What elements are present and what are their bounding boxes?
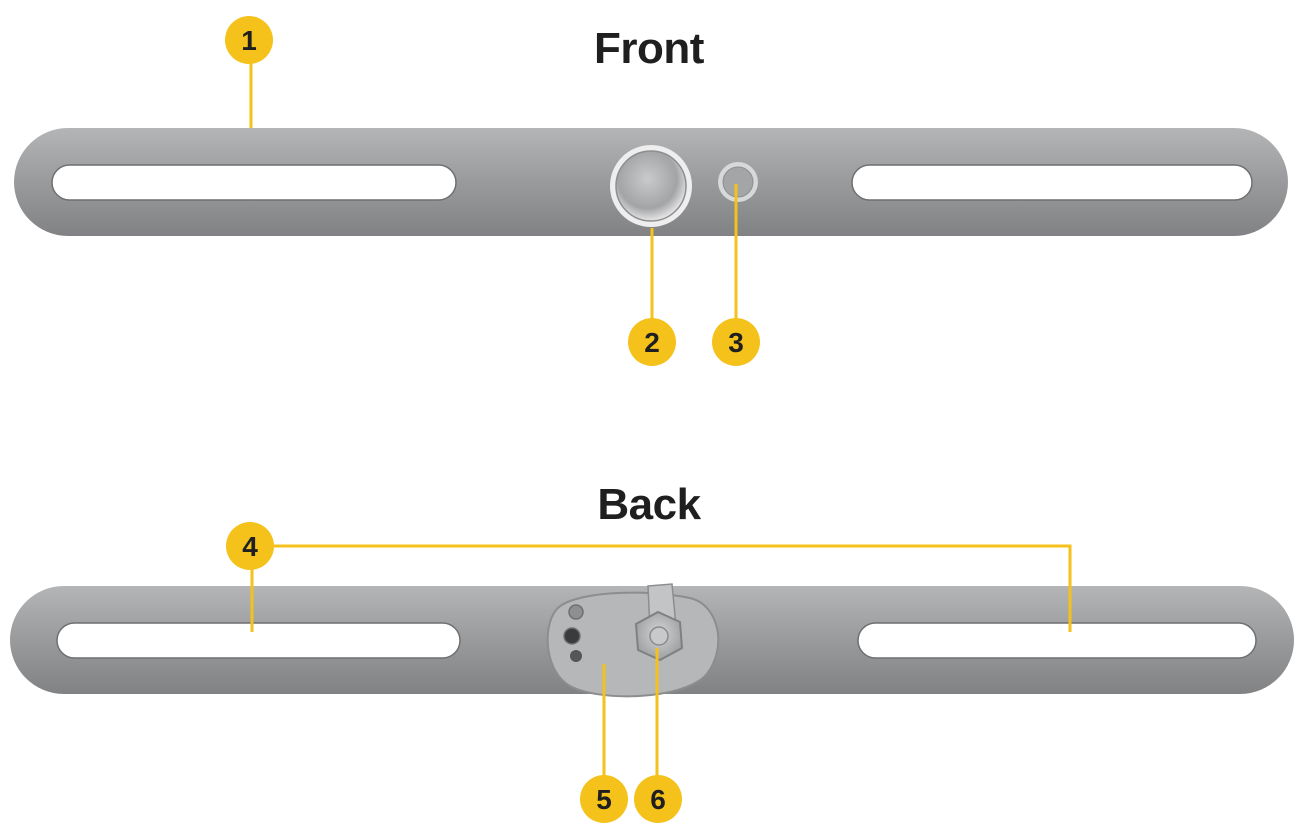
cam-hole-middle [563,627,581,645]
leader-4 [250,544,1072,632]
back-bracket [10,583,1294,698]
callout-5-badge [580,775,628,823]
leader-lines [249,60,1072,778]
callout-4-badge [226,522,274,570]
callout-3-label: 3 [728,327,744,358]
back-heading: Back [597,480,701,529]
callout-2-badge [628,318,676,366]
callout-2-label: 2 [644,327,660,358]
callout-1: 1 [225,16,273,64]
callout-6: 6 [634,775,682,823]
callout-3: 3 [712,318,760,366]
back-right-slot [857,622,1257,659]
callout-2: 2 [628,318,676,366]
front-knob [615,150,687,222]
front-bracket [14,128,1288,236]
cam-hole-bottom [570,650,582,662]
callout-5-label: 5 [596,784,612,815]
callout-6-label: 6 [650,784,666,815]
callout-4: 4 [226,522,274,570]
callout-5: 5 [580,775,628,823]
front-left-slot [51,164,457,201]
front-pin [722,166,754,198]
callout-3-badge [712,318,760,366]
nut-bolt [649,626,669,646]
front-right-slot [851,164,1253,201]
back-left-slot [56,622,461,659]
front-heading: Front [594,24,704,73]
callout-6-badge [634,775,682,823]
callout-4-label: 4 [242,531,258,562]
callout-1-label: 1 [241,25,257,56]
callout-1-badge [225,16,273,64]
cam-hole-top [568,604,584,620]
